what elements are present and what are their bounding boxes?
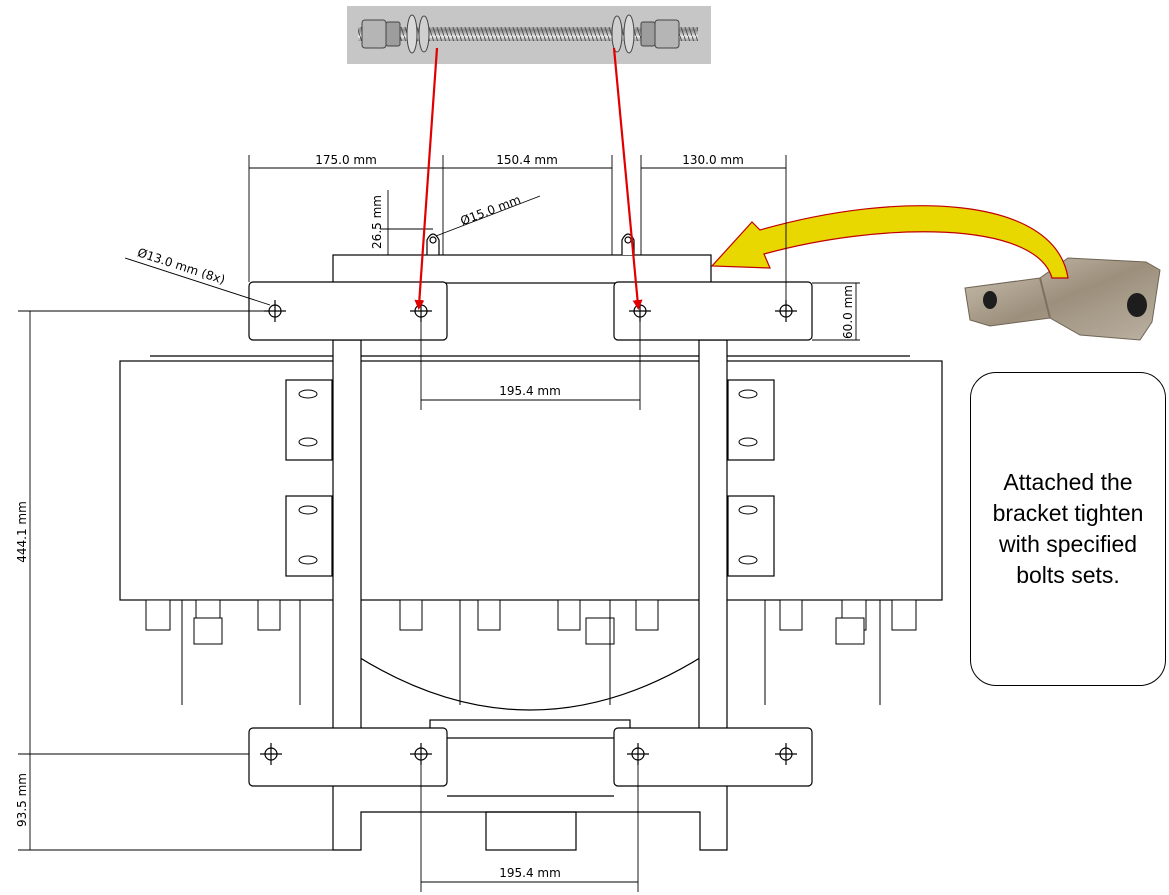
red-arrow-right [612, 47, 643, 310]
hole-bot-3 [627, 743, 649, 765]
curved-pointer-arrow [710, 205, 1069, 279]
dim-bracket-height: 60.0 mm [841, 285, 855, 339]
dim-top-hole-spacing: 195.4 mm [499, 384, 561, 398]
hole-top-4 [775, 300, 797, 322]
dimension-lines [18, 155, 860, 892]
instruction-callout: Attached the bracket tighten with specif… [970, 372, 1166, 686]
dim-lug-height: 26.5 mm [370, 195, 384, 249]
red-arrow-left [414, 47, 439, 310]
hole-bot-2 [410, 743, 432, 765]
dim-base-height: 93.5 mm [15, 773, 29, 827]
bolt-to-hole-arrows [414, 47, 643, 310]
terminal-row [145, 599, 917, 705]
hole-bot-1 [260, 743, 282, 765]
dim-lug-hole: Ø15.0 mm [458, 192, 522, 228]
hole-bot-4 [775, 743, 797, 765]
dim-top-right-span: 130.0 mm [682, 153, 744, 167]
dim-overall-height: 444.1 mm [15, 501, 29, 563]
bolt-set-photo [347, 6, 711, 64]
instruction-text: Attached the bracket tighten with specif… [992, 469, 1144, 588]
dim-bottom-hole-spacing: 195.4 mm [499, 866, 561, 880]
dim-top-mid-span: 150.4 mm [496, 153, 558, 167]
reactor-drawing [119, 233, 943, 851]
dim-top-left-span: 175.0 mm [315, 153, 377, 167]
